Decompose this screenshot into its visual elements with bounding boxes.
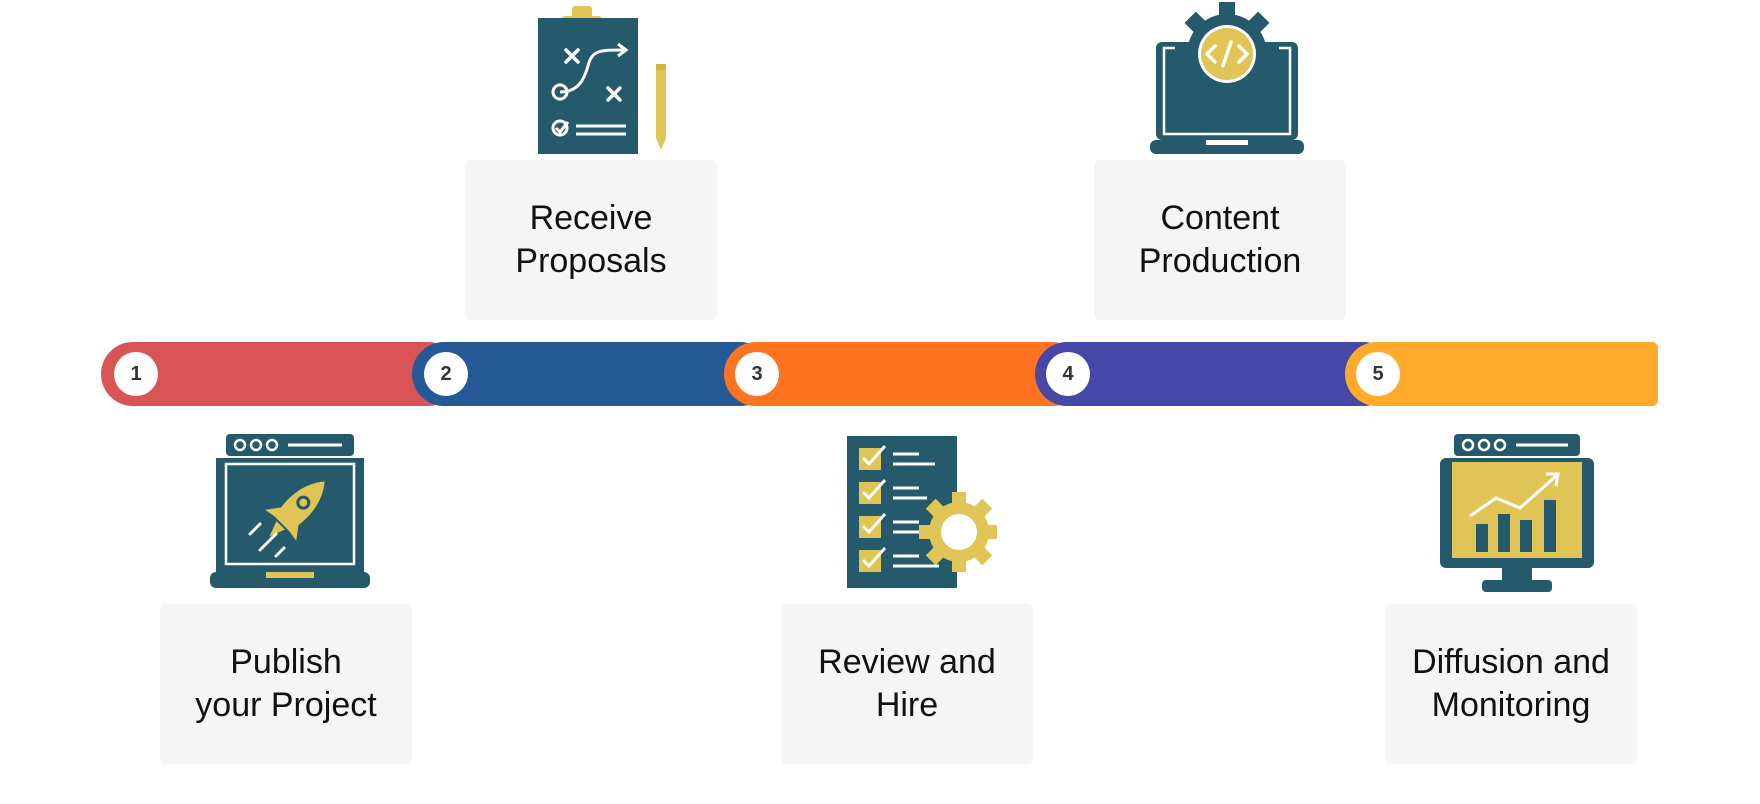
step-number-2: 2	[424, 352, 468, 396]
step-card-2: Receive Proposals	[465, 160, 717, 320]
step-card-1: Publish your Project	[160, 604, 412, 764]
strategy-clipboard-icon	[538, 6, 666, 154]
timeline-segment-2	[412, 342, 772, 406]
code-laptop-gear-icon	[1150, 2, 1304, 154]
step-number-1: 1	[114, 352, 158, 396]
rocket-laptop-icon	[210, 434, 370, 588]
timeline-segment-1	[101, 342, 460, 406]
timeline-segment-4	[1035, 342, 1395, 406]
step-card-4: Content Production	[1094, 160, 1346, 320]
step-label-5: Diffusion and Monitoring	[1412, 643, 1610, 724]
step-number-5: 5	[1356, 352, 1400, 396]
step-card-5: Diffusion and Monitoring	[1385, 604, 1637, 764]
step-label-2: Receive Proposals	[515, 199, 667, 280]
step-number-3: 3	[735, 352, 779, 396]
step-label-1: Publish your Project	[195, 643, 377, 724]
growth-chart-monitor-icon	[1440, 434, 1594, 592]
step-card-3: Review and Hire	[781, 604, 1033, 764]
checklist-gear-icon	[847, 436, 997, 588]
step-label-3: Review and Hire	[818, 643, 996, 724]
step-label-4: Content Production	[1138, 199, 1302, 280]
step-number-4: 4	[1046, 352, 1090, 396]
timeline-segment-3	[724, 342, 1084, 406]
